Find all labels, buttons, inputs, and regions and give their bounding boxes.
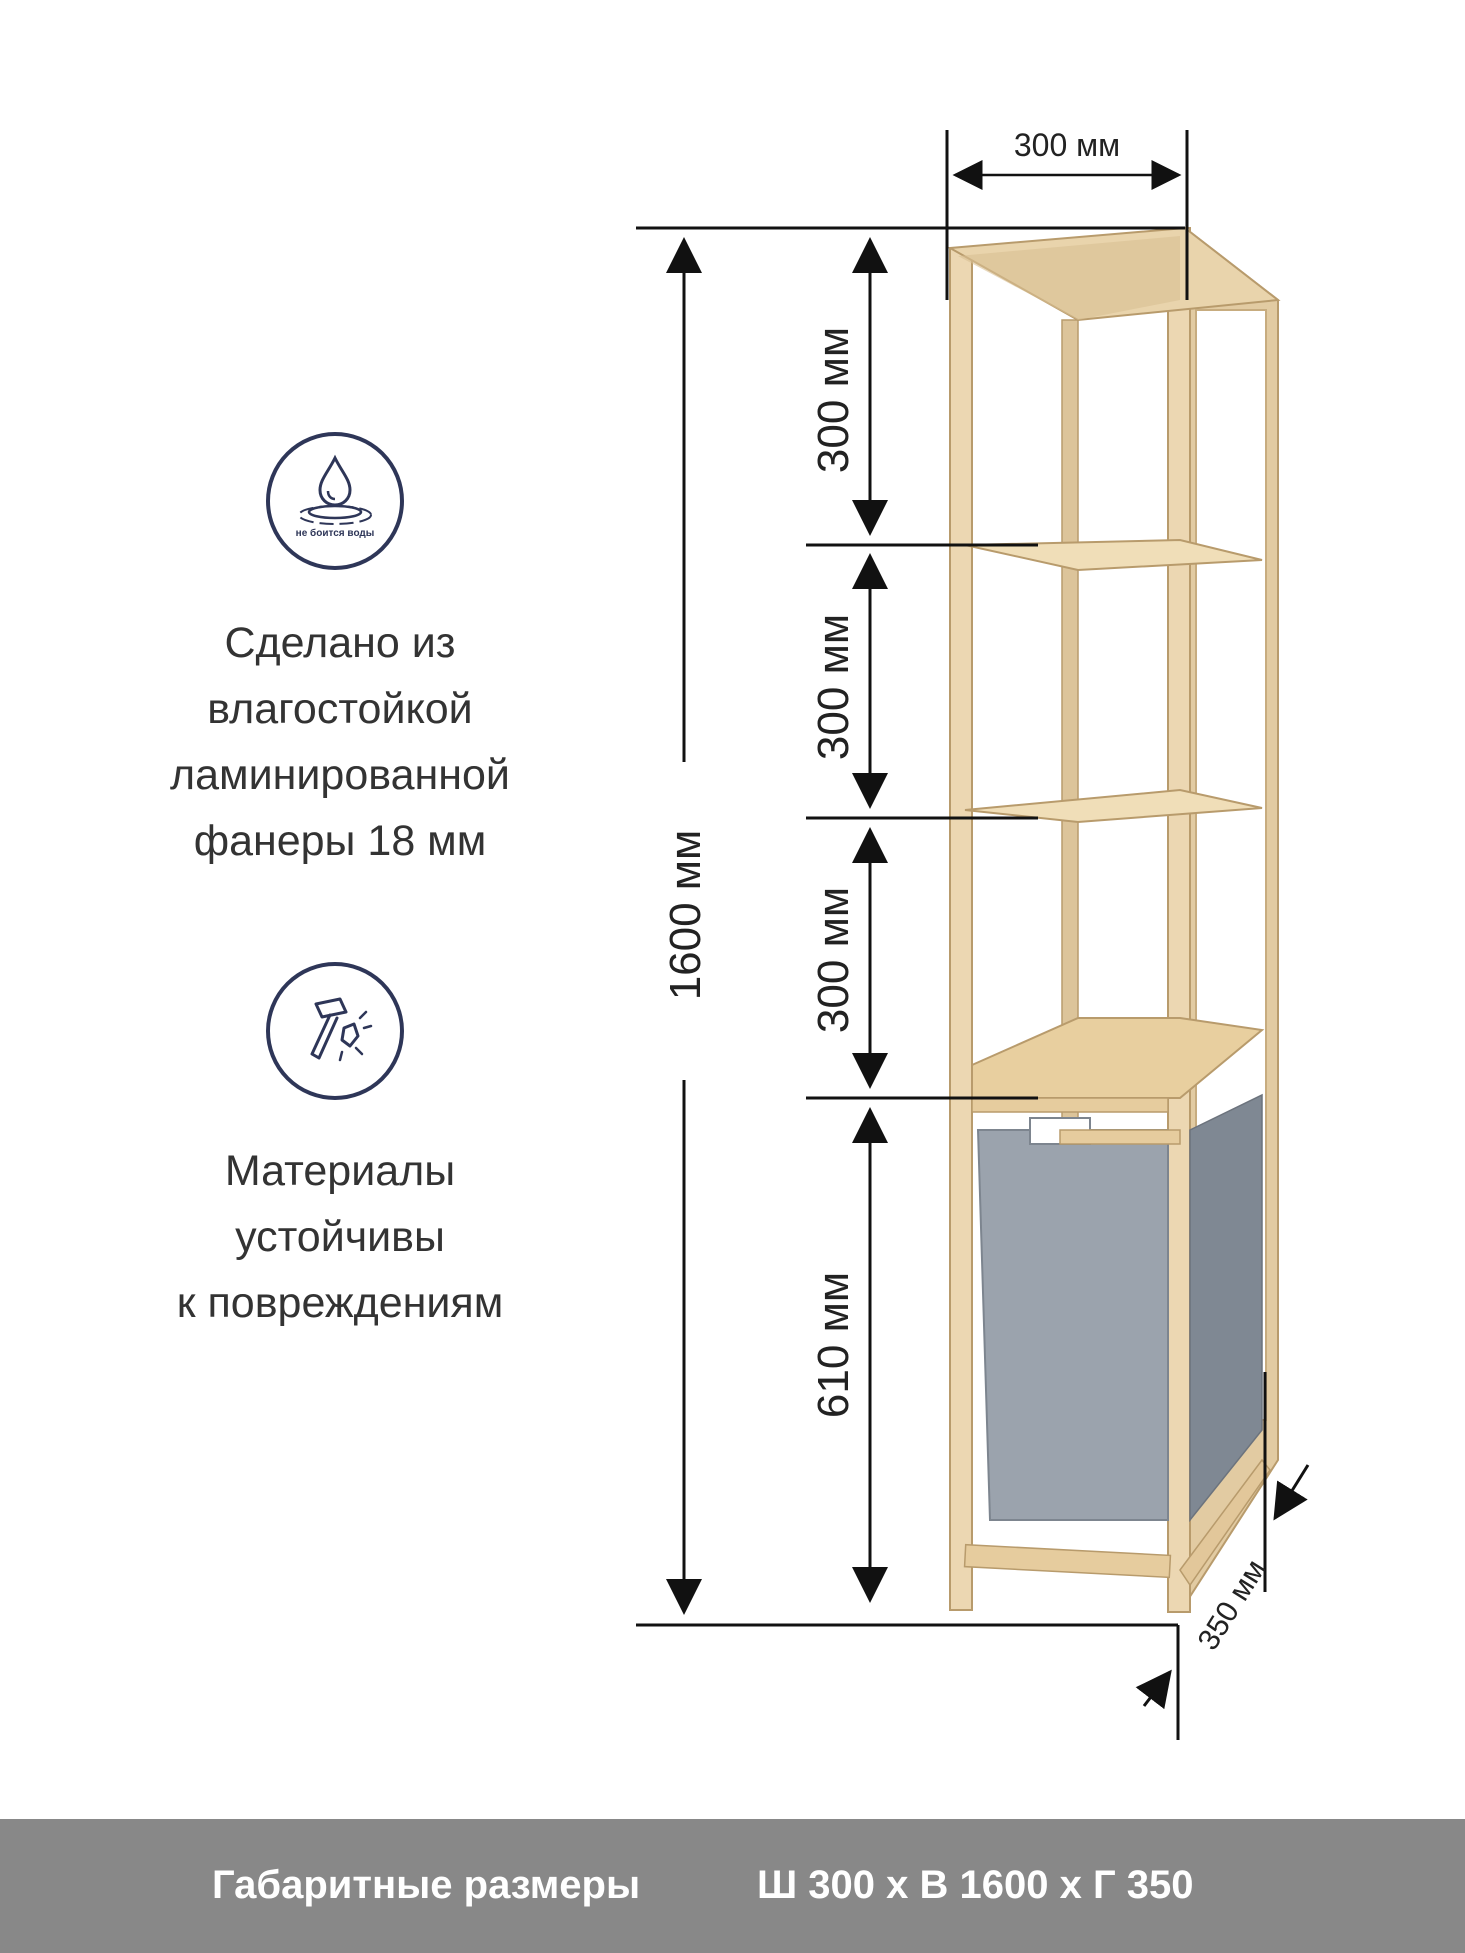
water-resistant-badge: не боится воды [266,432,404,570]
feature-text-material: Сделано из влагостойкой ламинированной ф… [170,619,510,865]
durability-badge [266,962,404,1100]
shelf-unit-image [946,226,1281,1613]
shelf-1-height-label: 300 мм [809,327,858,473]
width-label: 300 мм [1014,127,1120,163]
footer-label: Габаритные размеры [212,1863,641,1907]
footer-dimensions: Ш 300 x В 1600 x Г 350 [757,1863,1194,1907]
total-height-label: 1600 мм [661,830,710,1001]
shelf-2-height-label: 300 мм [809,614,858,760]
water-drop-icon [298,454,372,525]
feature-text-durability: Материалы устойчивы к повреждениям [176,1147,504,1327]
shelf-3-height-label: 300 мм [809,887,858,1033]
hammer-impact-icon [310,997,373,1062]
footer-bar: Габаритные размеры Ш 300 x В 1600 x Г 35… [0,1819,1465,1953]
badge-text: не боится воды [295,528,375,539]
basket-height-label: 610 мм [809,1272,858,1418]
